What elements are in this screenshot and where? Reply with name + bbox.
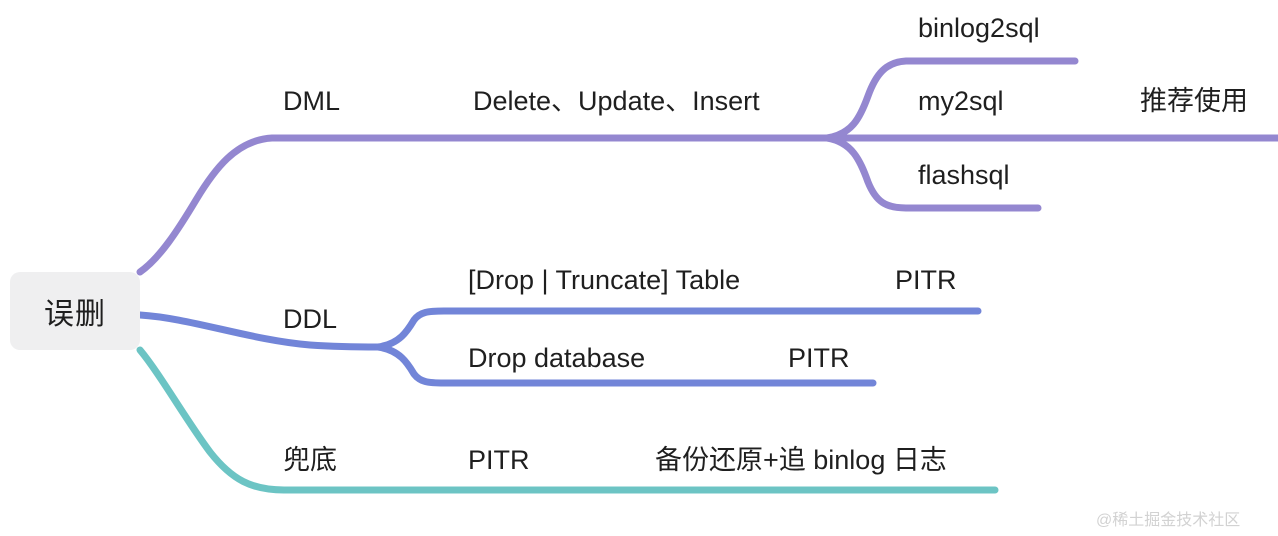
root-node[interactable]: 误删 (10, 272, 140, 350)
label-dml[interactable]: DML (283, 86, 341, 116)
label-my2sql[interactable]: my2sql (918, 86, 1004, 116)
label-drop-database[interactable]: Drop database (468, 343, 646, 373)
label-drop-truncate-table[interactable]: [Drop | Truncate] Table (468, 265, 741, 295)
label-pitr-database[interactable]: PITR (788, 343, 850, 373)
branch-line-drop-database (374, 343, 877, 387)
watermark: @稀土掘金技术社区 (1096, 512, 1241, 529)
branch-line-flashsql (823, 134, 1042, 212)
label-pitr-fallback[interactable]: PITR (468, 445, 530, 475)
label-backup-restore[interactable]: 备份还原+追 binlog 日志 (655, 445, 947, 475)
root-node-text: 误删 (44, 298, 106, 331)
branch-line-dml (136, 134, 831, 276)
label-ddl[interactable]: DDL (283, 304, 338, 334)
branch-line-binlog2sql (823, 57, 1079, 142)
branch-line-drop-truncate-table (374, 307, 982, 351)
branch-line-fallback (136, 346, 999, 494)
branch-line-ddl (136, 311, 382, 351)
label-pitr-table[interactable]: PITR (895, 265, 957, 295)
label-dml-operations[interactable]: Delete、Update、Insert (473, 86, 760, 116)
label-flashsql[interactable]: flashsql (918, 160, 1010, 190)
label-recommended[interactable]: 推荐使用 (1140, 86, 1248, 116)
label-binlog2sql[interactable]: binlog2sql (918, 13, 1040, 43)
label-fallback[interactable]: 兜底 (283, 445, 337, 475)
